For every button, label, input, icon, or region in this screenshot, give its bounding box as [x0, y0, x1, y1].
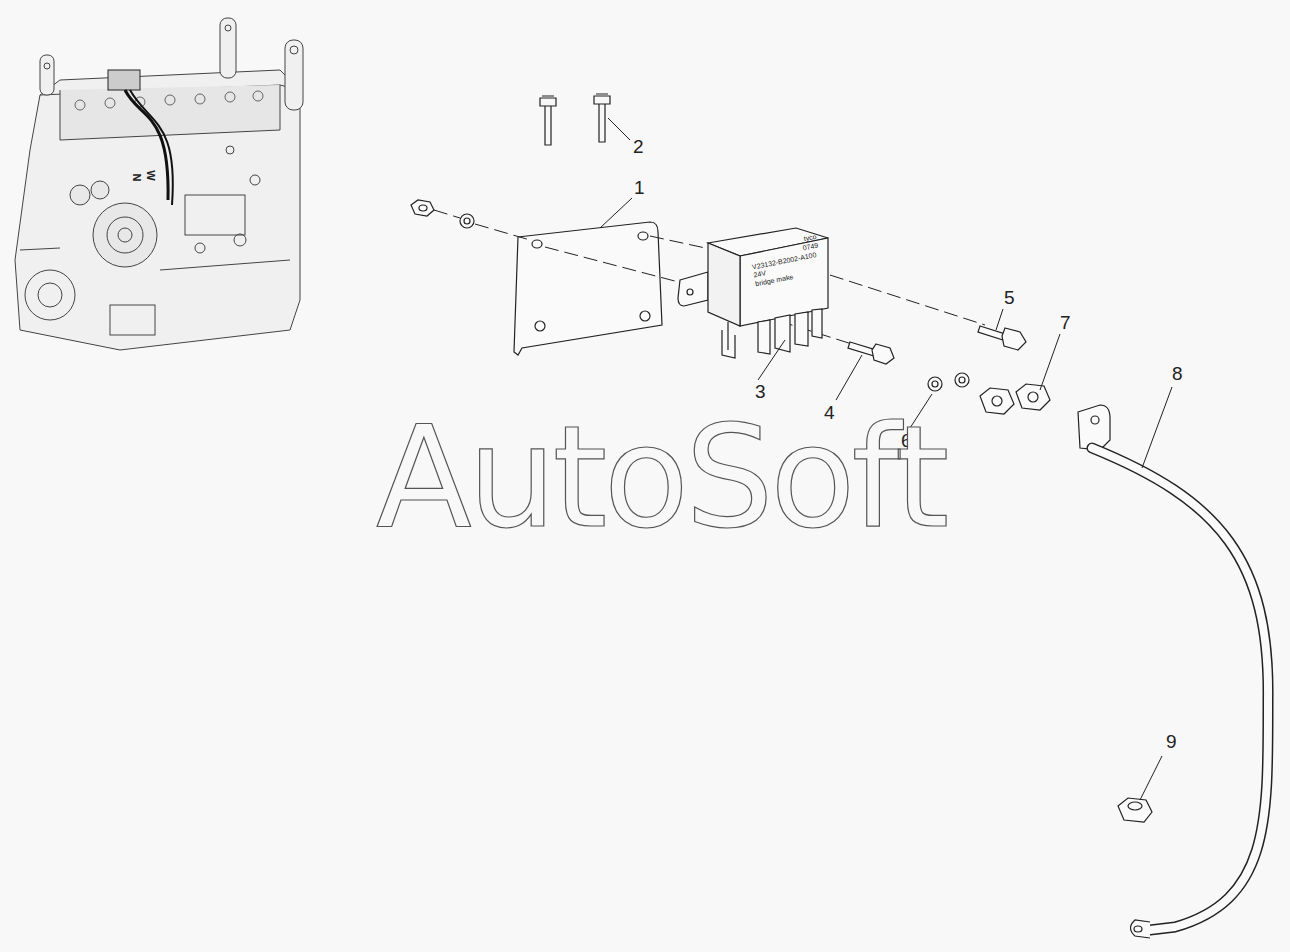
- callout-number: 5: [1004, 288, 1015, 307]
- bolt: [848, 342, 894, 364]
- relay: [678, 228, 828, 358]
- bolt: [978, 326, 1026, 350]
- engine-marking: N: [131, 174, 142, 182]
- engine-marking: W: [145, 170, 156, 180]
- nut: [411, 200, 474, 228]
- callout-number: 7: [1060, 313, 1071, 332]
- nut: [1118, 798, 1152, 822]
- relay-marking: V23132-B2002-A100: [751, 250, 820, 272]
- mounting-bracket: [514, 222, 662, 355]
- watermark: AutoSoft: [376, 408, 945, 548]
- callout-number: 2: [633, 137, 644, 156]
- nut: [980, 384, 1050, 414]
- assembly-line: [434, 210, 985, 345]
- callout-number: 3: [755, 382, 766, 401]
- callout-number: 9: [1166, 732, 1177, 751]
- washer: [928, 373, 969, 391]
- bolt: [540, 94, 610, 145]
- callout-number: 8: [1172, 364, 1183, 383]
- ground-cable: [1078, 405, 1268, 938]
- engine-thumbnail: [15, 18, 303, 350]
- callout-number: 1: [634, 178, 645, 197]
